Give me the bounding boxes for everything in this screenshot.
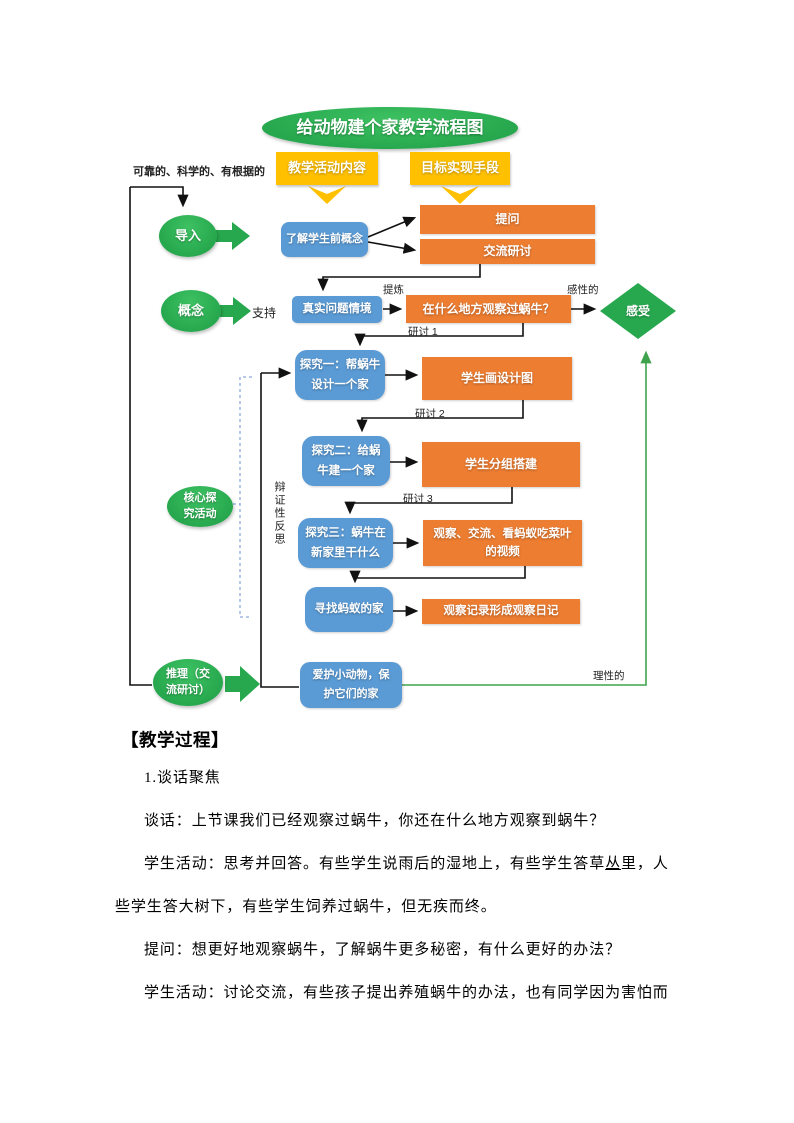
document-line: 1.谈话聚焦 <box>144 757 704 800</box>
text-run: 谈话：上节课我们已经观察过蜗牛，你还在什么地方观察到蜗牛？ <box>144 813 606 829</box>
flowchart-title: 给动物建个家教学流程图 <box>296 118 484 138</box>
document-line: 谈话：上节课我们已经观察过蜗牛，你还在什么地方观察到蜗牛？ <box>144 800 704 843</box>
method-diary-box: 观察记录形成观察日记 <box>422 599 580 624</box>
document-line: 学生活动：思考并回答。有些学生说雨后的湿地上，有些学生答草丛里，人 <box>144 843 704 886</box>
activity-label: 爱护小动物，保护它们的家 <box>312 668 390 700</box>
header-method-box: 目标实现手段 <box>410 152 510 185</box>
text-run: 学生活动：思考并回答。有些学生说雨后的湿地上，有些学生答草 <box>144 856 606 872</box>
method-design-box: 学生画设计图 <box>422 357 572 400</box>
stage-daoru-label: 导入 <box>174 227 201 243</box>
method-label: 观察记录形成观察日记 <box>443 605 559 618</box>
stage-tuili-label: 推理（交流研讨） <box>166 667 210 696</box>
activity-label: 探究二：给蜗牛建一个家 <box>311 444 381 477</box>
activity-label: 探究一：帮蜗牛设计一个家 <box>299 358 381 391</box>
activity-situation-box: 真实问题情境 <box>292 296 382 323</box>
activity-inquiry1-box: 探究一：帮蜗牛设计一个家 <box>295 350 385 400</box>
header-method-label: 目标实现手段 <box>420 160 499 176</box>
activity-protect-box: 爱护小动物，保护它们的家 <box>300 662 402 708</box>
stage-daoru-ellipse: 导入 <box>159 215 217 257</box>
method-label: 观察、交流、看蚂蚁吃菜叶的视频 <box>433 527 572 558</box>
right-arrow-icon <box>220 297 251 325</box>
method-tiwen-box: 提问 <box>420 205 595 234</box>
annotation-yantao3: 研讨 3 <box>403 493 433 505</box>
text-run: 提问：想更好地观察蜗牛，了解蜗牛更多秘密，有什么更好的办法？ <box>144 942 622 958</box>
activity-inquiry3-box: 探究三：蜗牛在新家里干什么 <box>298 518 393 568</box>
method-label: 学生分组搭建 <box>464 457 537 471</box>
activity-label: 寻找蚂蚁的家 <box>314 603 384 616</box>
text-run: 1.谈话聚焦 <box>144 770 221 786</box>
activity-preconception-box: 了解学生前概念 <box>281 222 368 257</box>
text-run: 里，人 <box>621 856 669 872</box>
method-label: 提问 <box>495 212 520 226</box>
activity-inquiry2-box: 探究二：给蜗牛建一个家 <box>302 436 390 486</box>
annotation-zhichi: 支持 <box>252 306 277 320</box>
activity-label: 了解学生前概念 <box>286 232 363 245</box>
stage-hexin-ellipse: 核心探究活动 <box>167 486 233 527</box>
stage-tuili-ellipse: 推理（交流研讨） <box>153 659 223 706</box>
document-lines: 1.谈话聚焦谈话：上节课我们已经观察过蜗牛，你还在什么地方观察到蜗牛？ 学生活动：… <box>115 757 704 1015</box>
method-label: 学生画设计图 <box>460 371 533 385</box>
stage-gainian-ellipse: 概念 <box>161 290 221 332</box>
document-line: 学生活动：讨论交流，有些孩子提出养殖蜗牛的办法，也有同学因为害怕而 <box>144 972 704 1015</box>
annotation-tilian: 提炼 <box>383 284 404 296</box>
method-video-box: 观察、交流、看蚂蚁吃菜叶的视频 <box>423 520 582 566</box>
document-line: 些学生答大树下，有些学生饲养过蜗牛，但无疾而终。 <box>115 886 704 929</box>
flowchart-title-ellipse: 给动物建个家教学流程图 <box>262 107 518 149</box>
method-jiaoliu-box: 交流研讨 <box>420 239 595 264</box>
method-label: 在什么地方观察过蜗牛？ <box>422 301 555 316</box>
activity-label: 探究三：蜗牛在新家里干什么 <box>305 526 386 559</box>
method-build-box: 学生分组搭建 <box>422 442 580 487</box>
section-heading: 【教学过程】 <box>121 730 229 750</box>
annotation-reliable: 可靠的、科学的、有根据的 <box>133 166 265 178</box>
activity-label: 真实问题情境 <box>302 303 372 316</box>
down-chevron-icon <box>441 186 479 204</box>
right-arrow-icon <box>225 666 260 702</box>
document-line: 提问：想更好地观察蜗牛，了解蜗牛更多秘密，有什么更好的办法？ <box>144 929 704 972</box>
stage-hexin-label: 核心探究活动 <box>183 491 217 520</box>
annotation-ganxing: 感性的 <box>567 284 599 296</box>
method-label: 交流研讨 <box>483 244 532 258</box>
underlined-text: 丛 <box>605 856 622 872</box>
text-run: 学生活动：讨论交流，有些孩子提出养殖蜗牛的办法，也有同学因为害怕而 <box>144 985 669 1001</box>
right-arrow-icon <box>216 222 250 250</box>
activity-find-home-box: 寻找蚂蚁的家 <box>305 587 393 632</box>
down-chevron-icon <box>308 186 346 204</box>
method-question-box: 在什么地方观察过蜗牛？ <box>406 295 571 323</box>
annotation-bianzheng: 辩证性反思 <box>273 481 285 546</box>
header-content-label: 教学活动内容 <box>287 160 366 176</box>
header-content-box: 教学活动内容 <box>276 152 378 185</box>
feeling-diamond-label: 感受 <box>625 303 650 318</box>
stage-gainian-label: 概念 <box>177 302 204 318</box>
annotation-yantao1: 研讨 1 <box>408 326 438 338</box>
annotation-lixing: 理性的 <box>593 670 625 682</box>
text-run: 些学生答大树下，有些学生饲养过蜗牛，但无疾而终。 <box>115 899 497 915</box>
feeling-diamond-label-wrap: 感受 <box>600 298 676 324</box>
annotation-yantao2: 研讨 2 <box>415 408 445 420</box>
